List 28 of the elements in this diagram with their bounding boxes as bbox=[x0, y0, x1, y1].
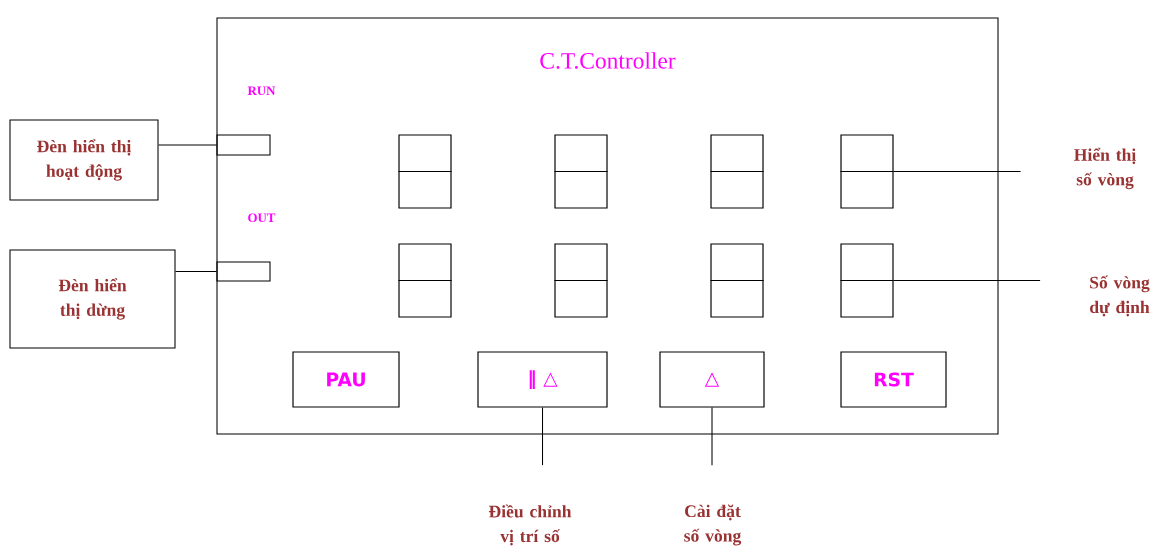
leader-line bbox=[175, 270, 217, 273]
lamp-label: RUN bbox=[247, 86, 276, 96]
digit-display bbox=[397, 134, 453, 209]
leader-line bbox=[158, 144, 217, 146]
control-button: ‖ △ bbox=[477, 351, 608, 408]
lamp-label: OUT bbox=[248, 213, 276, 223]
callout-text: Điều chỉnh vị trí số bbox=[488, 504, 572, 546]
callout-box: Đèn hiển thị hoạt động bbox=[9, 119, 159, 201]
digit-display bbox=[839, 243, 895, 318]
control-button: PAU bbox=[292, 351, 400, 408]
digit-display bbox=[553, 243, 609, 318]
callout-box: Đèn hiển thị dừng bbox=[9, 249, 176, 349]
indicator-lamp bbox=[216, 261, 271, 282]
leader-line bbox=[711, 407, 713, 466]
leader-line bbox=[541, 407, 544, 466]
control-button: △ bbox=[659, 351, 765, 408]
callout-text: Cài đặt số vòng bbox=[684, 504, 742, 546]
indicator-lamp bbox=[216, 134, 271, 156]
digit-display bbox=[709, 243, 765, 318]
digit-display bbox=[553, 134, 609, 209]
leader-line bbox=[893, 170, 1022, 173]
callout-text: Hiển thị số vòng bbox=[1074, 147, 1136, 190]
leader-line bbox=[893, 279, 1041, 282]
digit-display bbox=[709, 134, 765, 209]
control-button: RST bbox=[840, 351, 947, 408]
callout-text: Số vòng dự định bbox=[1090, 275, 1150, 317]
digit-display bbox=[839, 134, 895, 209]
digit-display bbox=[397, 243, 453, 318]
